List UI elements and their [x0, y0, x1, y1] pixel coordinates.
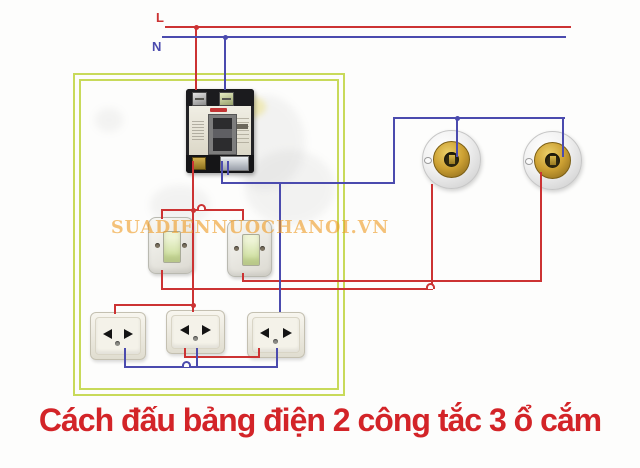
breaker-terminal-live-in — [192, 92, 207, 106]
breaker-front-panel — [189, 106, 251, 155]
power-socket — [90, 312, 146, 360]
power-socket — [166, 310, 225, 354]
breaker-terminal-neutral-out — [220, 156, 249, 171]
socket-slot-left — [179, 325, 189, 336]
lamp-holder — [523, 131, 582, 190]
wire-segment-live — [161, 288, 433, 290]
junction-dot — [191, 303, 196, 308]
breaker-top-terminals — [186, 89, 254, 106]
junction-dot — [223, 35, 228, 40]
wire-crossover-hop — [182, 361, 191, 367]
switch-rocker — [241, 233, 260, 266]
wire-segment-live — [114, 304, 116, 314]
page-title: Cách đấu bảng điện 2 công tắc 3 ổ cắm — [38, 402, 602, 438]
ghost-figure-blob — [245, 150, 335, 225]
wire-segment-live — [184, 348, 186, 358]
wire-segment-live — [258, 348, 260, 358]
wire-segment-neutral — [124, 348, 126, 368]
circuit-breaker — [186, 89, 254, 173]
breaker-rating-text — [236, 115, 249, 145]
socket-slot-left — [102, 328, 112, 339]
wire-segment-neutral — [393, 117, 395, 184]
site-watermark: SUADIENNUOCHANOI.VN — [111, 218, 390, 238]
socket-ground-hole — [192, 336, 198, 342]
wire-segment-live — [192, 161, 194, 312]
wire-segment-neutral — [227, 161, 229, 175]
lamp-center-contact — [448, 154, 455, 164]
socket-ground-hole — [273, 339, 278, 345]
junction-dot — [194, 25, 199, 30]
wire-segment-live — [195, 26, 197, 90]
wire-segment-live — [114, 304, 194, 306]
wire-segment-neutral — [562, 117, 564, 157]
wire-segment-neutral — [162, 36, 566, 38]
wire-segment-live — [242, 280, 542, 282]
wire-segment-live — [165, 26, 571, 28]
breaker-spec-text — [192, 119, 204, 141]
junction-dot — [455, 116, 460, 121]
socket-slot-right — [282, 327, 292, 338]
switch-screw-left — [155, 242, 160, 248]
socket-slot-right — [124, 328, 134, 339]
light-switch — [227, 220, 272, 277]
wire-segment-neutral — [224, 36, 226, 90]
wire-segment-live — [242, 273, 244, 282]
lamp-holder — [422, 130, 481, 189]
wire-segment-neutral — [221, 161, 223, 184]
socket-face-plate — [252, 317, 300, 353]
ghost-figure-blob — [95, 108, 123, 132]
power-socket — [247, 312, 305, 358]
wire-segment-neutral — [276, 348, 278, 368]
wire-segment-neutral — [221, 182, 395, 184]
breaker-terminal-neutral-in — [219, 92, 234, 106]
breaker-amp-badge — [237, 124, 248, 129]
wire-segment-live — [161, 209, 244, 211]
wire-segment-neutral — [279, 184, 281, 312]
lamp-center-contact — [549, 155, 556, 165]
wire-segment-neutral — [124, 366, 278, 368]
wire-crossover-hop — [426, 283, 435, 289]
switch-screw-left — [234, 245, 239, 251]
junction-dot — [191, 208, 196, 213]
wire-segment-neutral — [393, 117, 565, 119]
wire-segment-live — [161, 270, 163, 290]
breaker-bottom-terminals — [186, 155, 254, 173]
wire-segment-live — [540, 172, 542, 282]
breaker-terminal-live-out — [192, 157, 206, 170]
socket-slot-left — [260, 327, 270, 338]
board-outline-outer — [73, 73, 345, 396]
breaker-brand-mark — [210, 108, 227, 112]
switch-rocker — [163, 230, 181, 263]
wire-segment-neutral — [196, 348, 198, 368]
breaker-toggle — [208, 114, 237, 155]
live-line-label: L — [156, 10, 165, 25]
light-switch — [148, 217, 194, 274]
socket-face-plate — [95, 317, 141, 355]
wire-segment-live — [161, 209, 163, 219]
socket-slot-right — [202, 325, 212, 336]
lamp-mount-hole — [424, 156, 432, 164]
neutral-line-label: N — [152, 39, 162, 54]
switch-screw-right — [182, 242, 187, 248]
board-outline-inner — [79, 79, 339, 390]
breaker-toggle-handle — [213, 129, 232, 138]
wire-crossover-hop — [197, 204, 206, 210]
switch-screw-right — [260, 245, 265, 251]
socket-ground-hole — [115, 340, 120, 346]
socket-face-plate — [171, 315, 220, 349]
wire-segment-live — [242, 209, 244, 220]
wire-segment-live — [184, 356, 260, 358]
wire-segment-live — [431, 184, 433, 290]
wire-segment-neutral — [456, 117, 458, 157]
lamp-mount-hole — [525, 157, 533, 165]
